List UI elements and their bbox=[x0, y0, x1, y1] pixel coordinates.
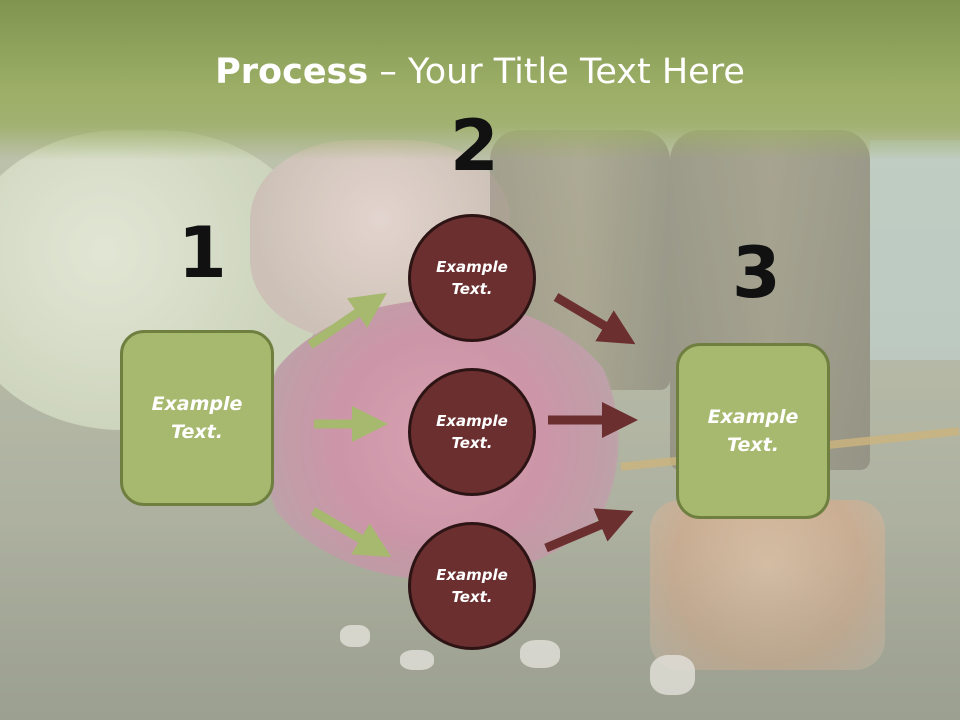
step-1-box: Example Text. bbox=[120, 330, 274, 506]
step-3-text: Example Text. bbox=[707, 405, 799, 457]
step-number-1: 1 bbox=[178, 212, 227, 294]
salt-crystal bbox=[340, 625, 370, 647]
step-2-circle-top: Example Text. bbox=[408, 214, 536, 342]
salt-crystal bbox=[400, 650, 434, 670]
salt-crystal bbox=[650, 655, 695, 695]
title-bar bbox=[0, 0, 960, 160]
title-rest: – Your Title Text Here bbox=[368, 52, 745, 92]
candle-shape bbox=[650, 500, 885, 670]
circle-text: Example Text. bbox=[436, 565, 508, 607]
circle-text: Example Text. bbox=[436, 257, 508, 299]
title-bold: Process bbox=[215, 52, 369, 92]
arrow-right-down bbox=[553, 293, 636, 345]
circle-text: Example Text. bbox=[436, 411, 508, 453]
slide-title: Process – Your Title Text Here bbox=[0, 52, 960, 92]
salt-crystal bbox=[520, 640, 560, 668]
step-number-3: 3 bbox=[732, 232, 781, 314]
step-2-circle-middle: Example Text. bbox=[408, 368, 536, 496]
step-number-2: 2 bbox=[450, 105, 499, 187]
step-3-box: Example Text. bbox=[676, 343, 830, 519]
arrow-right-down bbox=[310, 507, 392, 558]
arrow-right-up bbox=[307, 292, 387, 349]
step-2-circle-bottom: Example Text. bbox=[408, 522, 536, 650]
window-light bbox=[870, 140, 960, 360]
step-1-text: Example Text. bbox=[151, 392, 243, 444]
arrow-right-up bbox=[544, 508, 634, 553]
